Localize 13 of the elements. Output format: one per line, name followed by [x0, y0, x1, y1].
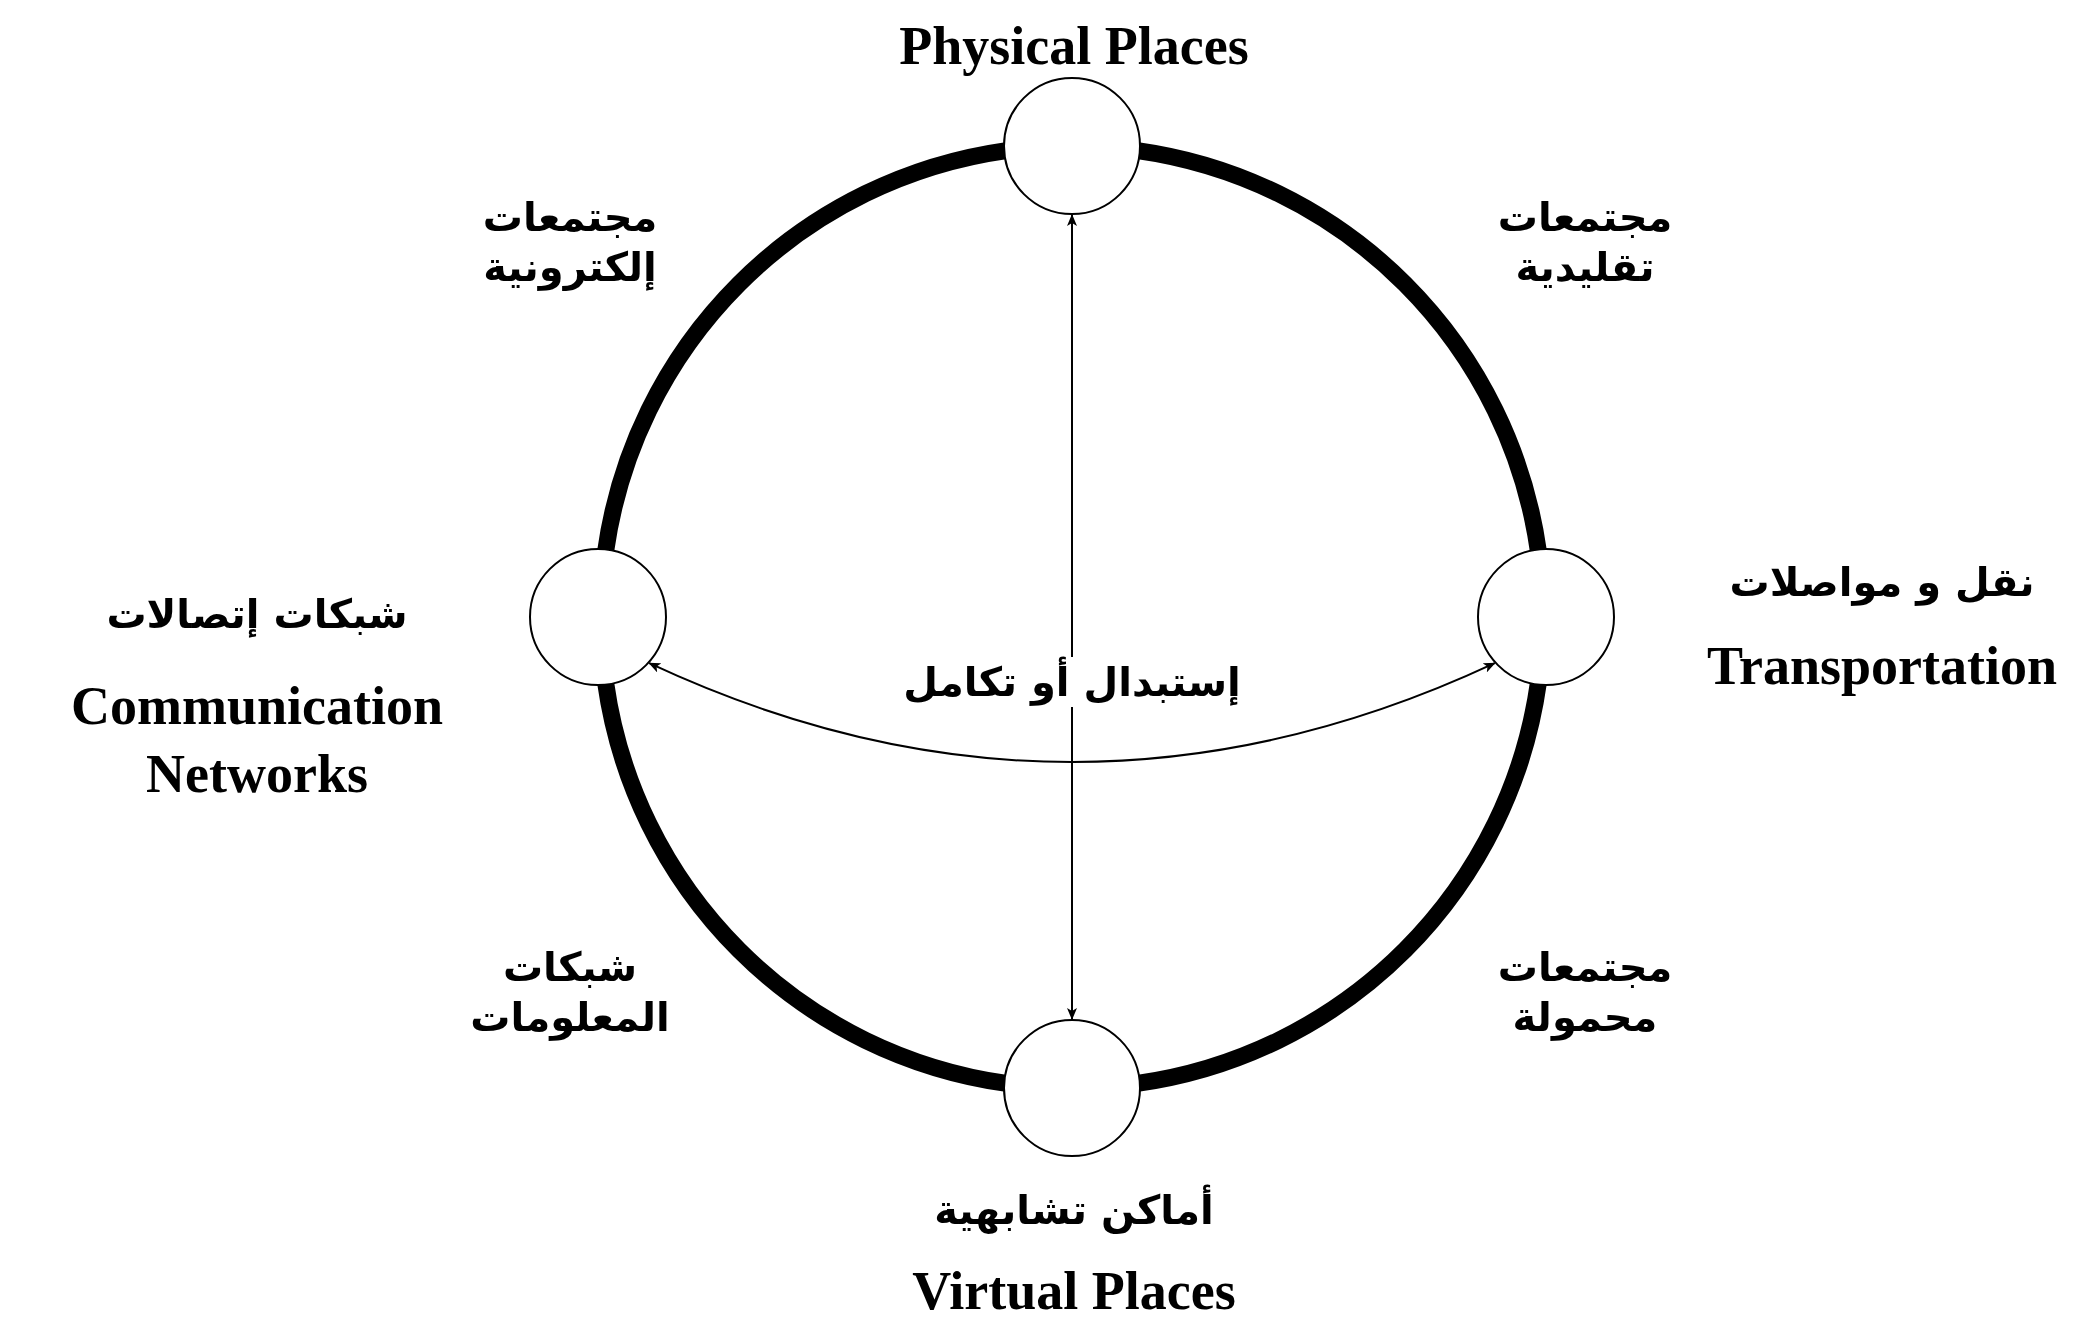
double-arrow [1067, 214, 1077, 1020]
arc-label: مجتمعات إلكترونية [481, 193, 659, 292]
node-caption: Virtual Places [912, 1260, 1236, 1324]
arc-label: مجتمعات تقليدية [1496, 193, 1674, 292]
arc-label: مجتمعات محمولة [1496, 943, 1674, 1042]
double-arrow [648, 662, 1496, 763]
node-caption: أماكن تشابهية [934, 1185, 1214, 1235]
node-caption: Communication Networks [70, 674, 444, 805]
node-caption: Transportation [1707, 635, 2057, 699]
arc-label: شبكات المعلومات [469, 943, 671, 1042]
node-caption: Physical Places [899, 15, 1249, 79]
node-caption: شبكات إتصالات [106, 590, 408, 639]
node-caption: نقل و مواصلات [1729, 558, 2035, 607]
